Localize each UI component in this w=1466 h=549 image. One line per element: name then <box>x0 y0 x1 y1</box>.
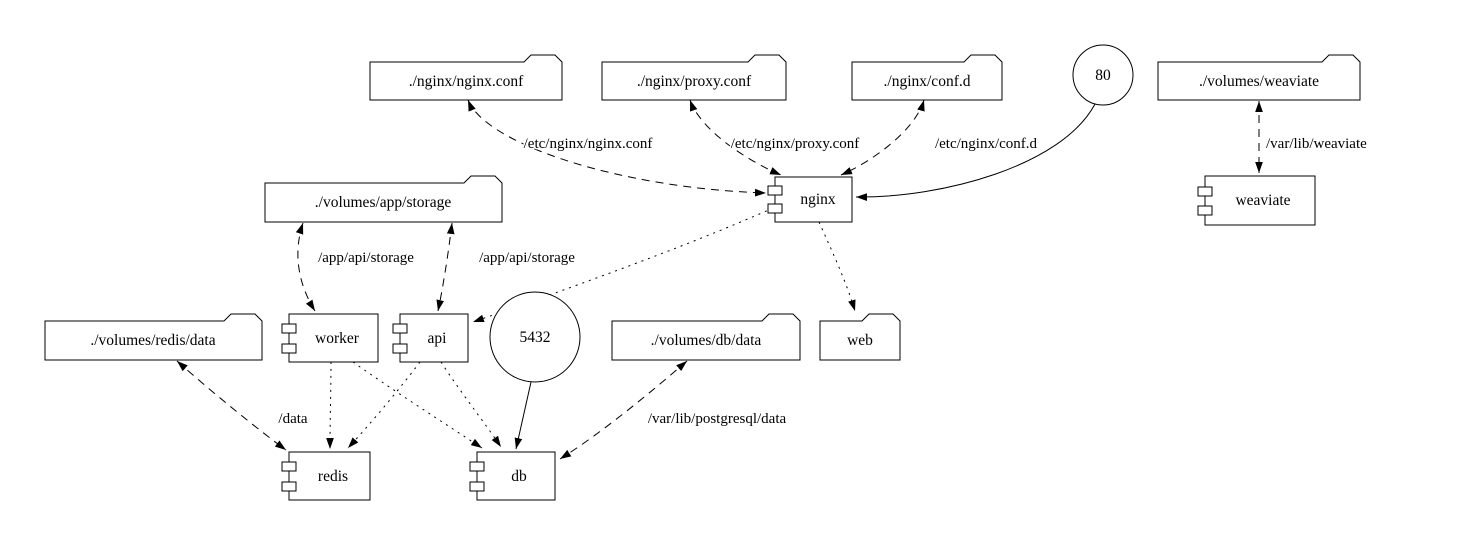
service-nginx-label: nginx <box>800 191 836 208</box>
port-5432-label: 5432 <box>520 329 551 346</box>
service-db-label: db <box>511 468 527 485</box>
edge-label-proxy-conf-mount: /etc/nginx/proxy.conf <box>731 136 860 152</box>
folder-shape <box>819 313 901 361</box>
volume-db-data-label: ./volumes/db/data <box>651 332 762 349</box>
node-volume-redis-data: ./volumes/redis/data <box>44 313 263 361</box>
component-tab-icon <box>469 461 485 472</box>
node-volume-nginx-conf: ./nginx/nginx.conf <box>369 54 563 101</box>
node-service-worker: worker <box>281 313 379 363</box>
folder-shape <box>264 175 503 223</box>
edge-label-conf-d-mount: /etc/nginx/conf.d <box>935 136 1038 152</box>
component-tab-icon <box>1197 205 1213 216</box>
node-volume-conf-d: ./nginx/conf.d <box>851 54 1003 101</box>
edge-labels-layer: /etc/nginx/nginx.conf /etc/nginx/proxy.c… <box>277 135 1369 429</box>
folder-shape <box>1157 54 1361 101</box>
folder-shape <box>851 54 1003 101</box>
edge-port5432-db <box>514 381 532 450</box>
component-shape <box>1204 175 1316 226</box>
component-tab-icon <box>1197 186 1213 197</box>
nodes-layer: ./nginx/nginx.conf ./nginx/proxy.conf ./… <box>44 44 1361 501</box>
folder-shape <box>44 313 263 361</box>
node-service-api: api <box>392 313 469 363</box>
edge-dbdata-db <box>559 360 688 460</box>
volume-web-label: web <box>847 332 873 349</box>
node-service-redis: redis <box>281 451 371 501</box>
volume-app-storage-label: ./volumes/app/storage <box>315 194 452 211</box>
edge-label-db-mount: /var/lib/postgresql/data <box>648 411 787 427</box>
service-worker-label: worker <box>315 330 360 347</box>
component-tab-icon <box>469 481 485 492</box>
volume-proxy-conf-label: ./nginx/proxy.conf <box>637 73 752 90</box>
node-service-db: db <box>469 451 556 501</box>
component-shape <box>399 313 469 363</box>
edge-proxyconf-nginx <box>689 99 782 176</box>
node-volume-web: web <box>819 313 901 361</box>
component-tab-icon <box>392 323 408 334</box>
edge-api-db <box>440 361 502 448</box>
node-port-5432: 5432 <box>489 291 581 383</box>
edge-label-redis-mount: /data <box>278 411 307 427</box>
component-tab-icon <box>281 343 297 354</box>
folder-shape <box>601 54 787 101</box>
edge-port80-nginx <box>855 103 1096 201</box>
component-shape <box>774 176 853 223</box>
service-redis-label: redis <box>318 468 348 485</box>
folder-shape <box>611 313 801 361</box>
edge-storage-worker <box>295 222 316 312</box>
volume-weaviate-label: ./volumes/weaviate <box>1199 73 1319 90</box>
edge-storage-api <box>436 222 455 312</box>
node-volume-weaviate: ./volumes/weaviate <box>1157 54 1361 101</box>
edge-label-nginx-conf-mount: /etc/nginx/nginx.conf <box>524 136 653 152</box>
node-volume-app-storage: ./volumes/app/storage <box>264 175 503 223</box>
edges-layer <box>176 99 1263 460</box>
edge-worker-redis <box>326 361 334 450</box>
edge-confd-nginx <box>840 99 925 176</box>
node-port-80: 80 <box>1072 44 1134 106</box>
volume-conf-d-label: ./nginx/conf.d <box>884 73 971 90</box>
component-tab-icon <box>767 185 783 196</box>
component-tab-icon <box>281 323 297 334</box>
node-service-nginx: nginx <box>767 176 853 223</box>
edge-nginxconf-nginx <box>467 99 767 197</box>
component-tab-icon <box>281 461 297 472</box>
component-shape <box>288 313 379 363</box>
component-tab-icon <box>392 343 408 354</box>
edge-label-worker-storage-mount: /app/api/storage <box>318 250 414 266</box>
folder-shape <box>369 54 563 101</box>
service-weaviate-label: weaviate <box>1235 192 1290 209</box>
component-shape <box>476 451 556 501</box>
volume-redis-data-label: ./volumes/redis/data <box>90 332 215 349</box>
edge-label-api-storage-mount: /app/api/storage <box>479 250 575 266</box>
node-volume-db-data: ./volumes/db/data <box>611 313 801 361</box>
edge-nginx-web <box>818 221 856 312</box>
component-shape <box>288 451 371 501</box>
node-volume-proxy-conf: ./nginx/proxy.conf <box>601 54 787 101</box>
component-tab-icon <box>767 203 783 214</box>
component-tab-icon <box>281 481 297 492</box>
volume-nginx-conf-label: ./nginx/nginx.conf <box>409 73 524 90</box>
port-80-label: 80 <box>1095 67 1111 84</box>
edge-worker-db <box>352 361 483 449</box>
edge-label-weaviate-mount: /var/lib/weaviate <box>1266 136 1367 152</box>
port-circle <box>1072 44 1134 106</box>
edge-redisdata-redis <box>176 360 287 451</box>
node-service-weaviate: weaviate <box>1197 175 1316 226</box>
edge-api-redis <box>347 361 421 449</box>
port-circle <box>489 291 581 383</box>
service-api-label: api <box>428 330 448 347</box>
